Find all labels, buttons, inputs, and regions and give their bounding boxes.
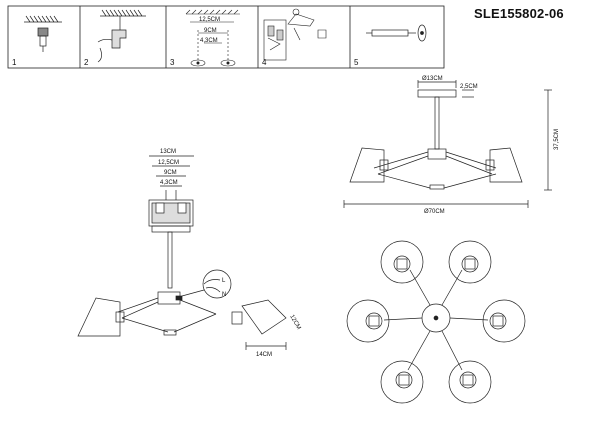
plate-dim-125cm: 12,5CM (158, 160, 179, 166)
side-elevation (343, 80, 552, 208)
step1-ceiling-hook-drawing (24, 15, 62, 52)
step-number-2: 2 (84, 58, 89, 67)
step2-drill-drawing (97, 9, 146, 63)
canopy-height-label: 2,5CM (460, 84, 478, 90)
canopy-diameter-label: Ø13CM (422, 76, 443, 82)
step-numbers: 1 2 3 4 5 (12, 58, 359, 67)
wire-label-l: L (222, 278, 226, 284)
step3-hole-pattern (185, 9, 240, 67)
step3-dim-3: 4,3CM (200, 38, 218, 44)
step-number-4: 4 (262, 58, 267, 67)
step3-dim-1: 12,5CM (199, 17, 220, 23)
model-code: SLE155802-06 (474, 6, 564, 21)
total-diameter-label: Ø70CM (424, 209, 445, 215)
steps-strip (7, 5, 445, 69)
mount-plate-detail (77, 155, 287, 350)
step3-dim-2: 9CM (204, 28, 217, 34)
step5-bulb-drawing (366, 24, 427, 42)
step4-wiring-drawing (263, 8, 327, 61)
total-height-label: 37,5CM (554, 129, 560, 150)
shade-width-label: 14CM (256, 352, 272, 358)
plan-view (346, 240, 526, 404)
wire-label-n: N (222, 292, 226, 298)
shade-height-label: 12CM (288, 314, 301, 331)
step-number-3: 3 (170, 58, 175, 67)
step-number-1: 1 (12, 58, 17, 67)
step-number-5: 5 (354, 58, 359, 67)
plate-dim-43cm: 4,3CM (160, 180, 178, 186)
plate-dim-13cm: 13CM (160, 149, 176, 155)
plate-dim-9cm: 9CM (164, 170, 177, 176)
